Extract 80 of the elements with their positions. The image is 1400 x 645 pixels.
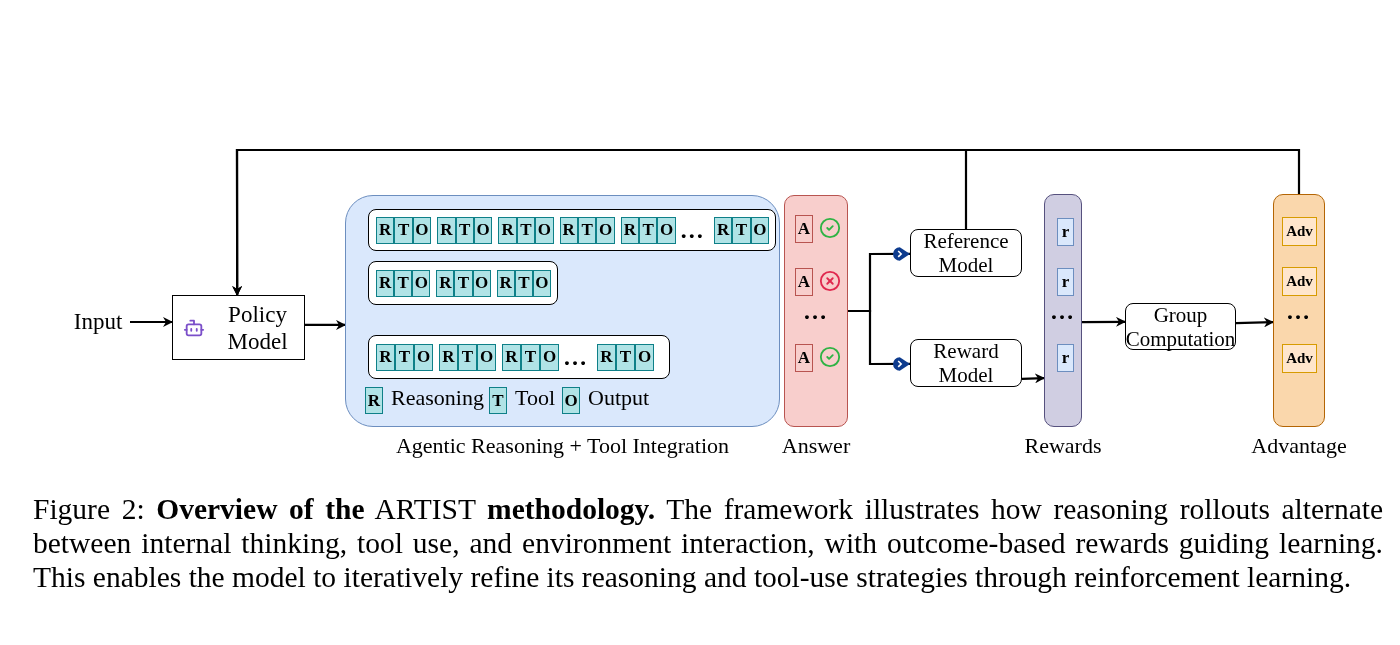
token-cell: R [436, 269, 455, 297]
panel-title: Answer [781, 433, 851, 459]
process-box: Reference Model [910, 229, 1022, 277]
panel-title: Agentic Reasoning + Tool Integration [395, 433, 730, 459]
token-cell: R [437, 216, 456, 244]
token-cell: T [521, 343, 540, 371]
legend-cell: R [365, 387, 383, 414]
token-cell: R [620, 216, 640, 244]
rollout-row [368, 209, 776, 251]
token-cell: T [394, 216, 413, 244]
token-cell: Adv [1282, 217, 1317, 246]
token-cell: A [795, 344, 813, 372]
token-cell: A [795, 215, 813, 243]
token-cell: R [376, 269, 395, 297]
legend-cell: T [489, 387, 507, 414]
panel-title: Advantage [1251, 433, 1347, 459]
token-cell: O [412, 216, 432, 244]
token-cell: O [596, 216, 615, 244]
token-cell: Adv [1282, 267, 1317, 296]
token-cell: R [496, 269, 515, 297]
arrow [1235, 317, 1274, 328]
ellipsis: … [802, 301, 829, 321]
legend-cell: O [562, 387, 580, 414]
token-cell: T [455, 216, 474, 244]
arrow [305, 319, 346, 330]
process-box: Reward Model [910, 339, 1022, 387]
rollout-row [368, 261, 558, 305]
token-cell: A [795, 268, 813, 296]
ellipsis: … [563, 347, 587, 367]
token-cell: r [1057, 218, 1074, 246]
token-cell: O [750, 216, 770, 244]
token-cell: O [657, 216, 676, 244]
ellipsis: … [1285, 301, 1312, 321]
token-cell: O [540, 343, 559, 371]
arrow [130, 317, 173, 327]
box-label: Policy Model [226, 300, 289, 355]
token-cell: T [516, 216, 536, 244]
token-cell: T [394, 269, 413, 297]
token-description: Tool [515, 385, 555, 411]
token-cell: R [376, 216, 395, 244]
token-cell: O [473, 216, 493, 244]
token-cell: R [559, 216, 578, 244]
figure-caption: Figure 2: Overview of the ARTIST methodology. The framework illustrates how reasoning rollouts alternate between internal thinking, tool use, and environment interaction, with outcome-based rewards guiding learning. This enables the model to iteratively refine its reasoning and tool-use strategies through reinforcement learning. [33, 492, 1383, 594]
token-cell: O [412, 269, 431, 297]
token-cell: R [597, 343, 616, 371]
arrow [1082, 316, 1126, 327]
token-cell: O [635, 343, 654, 371]
panel [1273, 194, 1325, 427]
token-cell: T [639, 216, 658, 244]
token-cell: T [616, 343, 635, 371]
rollout-row [368, 335, 670, 379]
token-cell: r [1057, 268, 1074, 296]
token-description: Output [588, 385, 650, 411]
token-cell: T [732, 216, 751, 244]
input-label: Input [66, 306, 130, 338]
panel [784, 195, 848, 427]
panel [345, 195, 780, 427]
token-cell: O [414, 343, 433, 371]
token-cell: O [535, 216, 554, 244]
ellipsis: … [679, 220, 704, 240]
panel-title: Rewards [1024, 433, 1102, 459]
token-cell: O [477, 343, 496, 371]
arrow [1021, 373, 1045, 384]
token-cell: R [502, 343, 521, 371]
token-cell: R [439, 343, 458, 371]
token-cell: R [376, 343, 395, 371]
token-cell: Adv [1282, 344, 1317, 373]
token-cell: T [458, 343, 477, 371]
token-description: Reasoning [391, 385, 484, 411]
ellipsis: … [1049, 301, 1076, 321]
token-cell: T [454, 269, 473, 297]
process-box: Group Computation [1125, 303, 1236, 350]
token-cell: R [713, 216, 733, 244]
panel [1044, 194, 1082, 427]
model-box [172, 295, 305, 360]
token-cell: T [395, 343, 414, 371]
token-cell: T [577, 216, 597, 244]
arrow [232, 148, 968, 296]
token-cell: r [1057, 344, 1074, 372]
token-cell: R [498, 216, 517, 244]
